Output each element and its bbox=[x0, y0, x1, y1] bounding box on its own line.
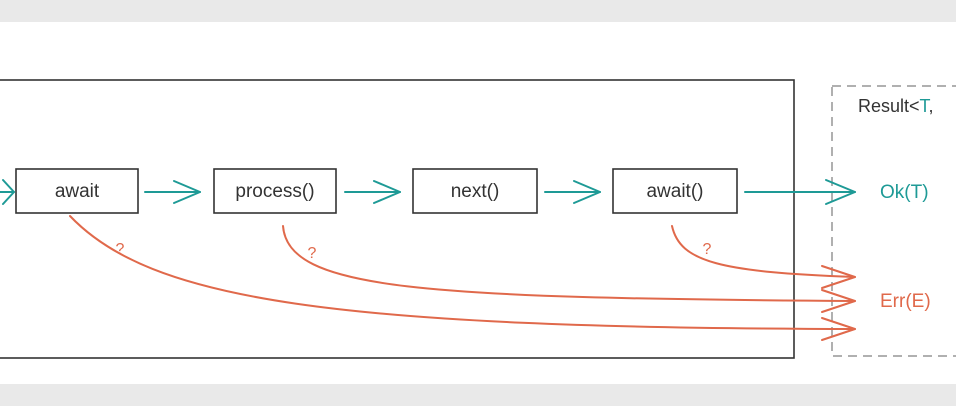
error-arrowhead-1 bbox=[821, 265, 856, 289]
flow-arrow-3 bbox=[544, 180, 601, 204]
flow-arrow-ok bbox=[744, 179, 856, 205]
step-box-await-call: await() bbox=[612, 168, 738, 214]
step-box-next: next() bbox=[412, 168, 538, 214]
error-marker: ? bbox=[116, 241, 125, 258]
error-marker: ? bbox=[703, 241, 712, 258]
flow-arrow-entry bbox=[0, 179, 15, 205]
error-arrowhead-3 bbox=[821, 317, 856, 341]
result-title-type: T bbox=[920, 96, 931, 116]
ok-label: Ok(T) bbox=[880, 182, 929, 203]
step-label: await() bbox=[646, 181, 703, 202]
result-title-prefix: Result< bbox=[858, 96, 920, 116]
error-arrowhead-2 bbox=[821, 289, 856, 313]
err-label: Err(E) bbox=[880, 291, 931, 312]
pipeline-frame bbox=[0, 79, 795, 359]
step-label: next() bbox=[451, 181, 500, 202]
step-label: await bbox=[55, 181, 100, 202]
flow-arrow-1 bbox=[144, 180, 201, 204]
error-marker: ? bbox=[308, 245, 317, 262]
step-box-process: process() bbox=[213, 168, 337, 214]
result-frame bbox=[831, 85, 956, 357]
error-curve-await-call bbox=[671, 225, 856, 278]
result-title: Result<T, bbox=[858, 96, 934, 116]
step-box-await: await bbox=[15, 168, 139, 214]
error-curve-await bbox=[69, 215, 856, 330]
result-title-suffix: , bbox=[929, 96, 934, 116]
error-curve-process bbox=[282, 225, 856, 302]
step-label: process() bbox=[235, 181, 314, 202]
flow-arrow-2 bbox=[344, 180, 401, 204]
